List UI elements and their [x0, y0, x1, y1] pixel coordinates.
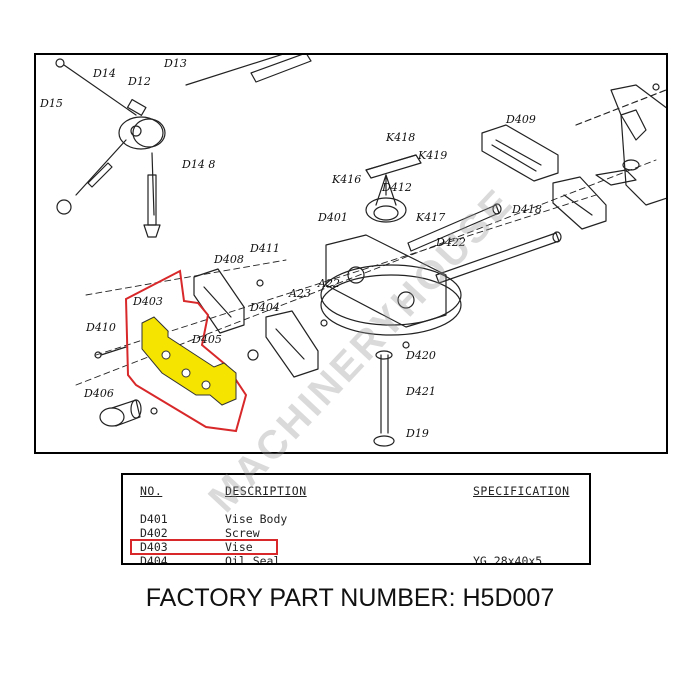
- parts-table: NO. DESCRIPTION SPECIFICATION D401 Vise …: [121, 473, 591, 565]
- row-no: D404: [140, 554, 168, 565]
- row-description: Vise Body: [225, 512, 288, 526]
- row-no: D401: [140, 512, 168, 526]
- vise-body-housing: [575, 83, 666, 206]
- header-description: DESCRIPTION: [225, 484, 307, 498]
- label-d410: D410: [85, 321, 116, 334]
- label-d412: D412: [381, 181, 412, 194]
- label-k419: K419: [417, 149, 447, 162]
- guide-rods: [407, 203, 562, 284]
- lead-screw: [373, 350, 395, 447]
- label-d421: D421: [405, 385, 436, 398]
- label-a23: A23: [288, 287, 311, 300]
- header-no: NO.: [140, 484, 163, 498]
- table-row-highlighted: D403 Vise: [123, 540, 589, 554]
- label-d422: D422: [435, 236, 466, 249]
- row-description: Screw: [225, 526, 260, 540]
- label-d401: D401: [317, 211, 348, 224]
- label-d405: D405: [191, 333, 222, 346]
- header-specification: SPECIFICATION: [473, 484, 570, 498]
- hand-wheel-assembly: [55, 55, 312, 238]
- table-row: D402 Screw: [123, 526, 589, 540]
- exploded-parts-diagram: D14 D12 D13 D15 D14 8 K418 K419 K416 D41…: [34, 53, 668, 454]
- factory-part-number: FACTORY PART NUMBER: H5D007: [145, 584, 555, 612]
- row-description: Oil Seal: [225, 554, 281, 565]
- vise-turntable: [320, 154, 462, 336]
- row-spec: YG 28x40x5: [473, 554, 543, 565]
- knob-d406: [99, 399, 142, 427]
- small-fasteners: [94, 279, 410, 415]
- label-d418: D418: [511, 203, 542, 216]
- label-d406: D406: [83, 387, 114, 400]
- part-labels: D14 D12 D13 D15 D14 8 K418 K419 K416 D41…: [39, 57, 542, 440]
- label-d403: D403: [132, 295, 163, 308]
- label-d13: D13: [163, 57, 187, 70]
- table-row: D404 Oil Seal YG 28x40x5: [123, 554, 589, 565]
- label-k418: K418: [385, 131, 415, 144]
- row-description: Vise: [225, 540, 253, 554]
- jaw-plate-d409: [481, 124, 559, 182]
- label-d411: D411: [249, 242, 280, 255]
- label-d19: D19: [405, 427, 429, 440]
- label-k417: K417: [415, 211, 445, 224]
- jaw-plate-d408: [193, 268, 245, 334]
- label-d14: D14: [92, 67, 116, 80]
- row-no: D402: [140, 526, 168, 540]
- label-k416: K416: [331, 173, 361, 186]
- table-row: D401 Vise Body: [123, 512, 589, 526]
- label-d12: D12: [127, 75, 151, 88]
- diagram-drawing: D14 D12 D13 D15 D14 8 K418 K419 K416 D41…: [39, 55, 666, 447]
- row-highlight-box: [130, 539, 278, 555]
- label-d409: D409: [505, 113, 536, 126]
- label-d408: D408: [213, 253, 244, 266]
- row-no: D403: [140, 540, 168, 554]
- jaw-plate-d418: [552, 176, 607, 230]
- highlighted-part-d403: [141, 316, 237, 406]
- label-d15: D15: [39, 97, 63, 110]
- label-d148: D14 8: [181, 158, 215, 171]
- label-a22: A22: [317, 277, 340, 290]
- label-d404: D404: [249, 301, 280, 314]
- label-d420: D420: [405, 349, 436, 362]
- jaw-plate-d404: [265, 310, 319, 378]
